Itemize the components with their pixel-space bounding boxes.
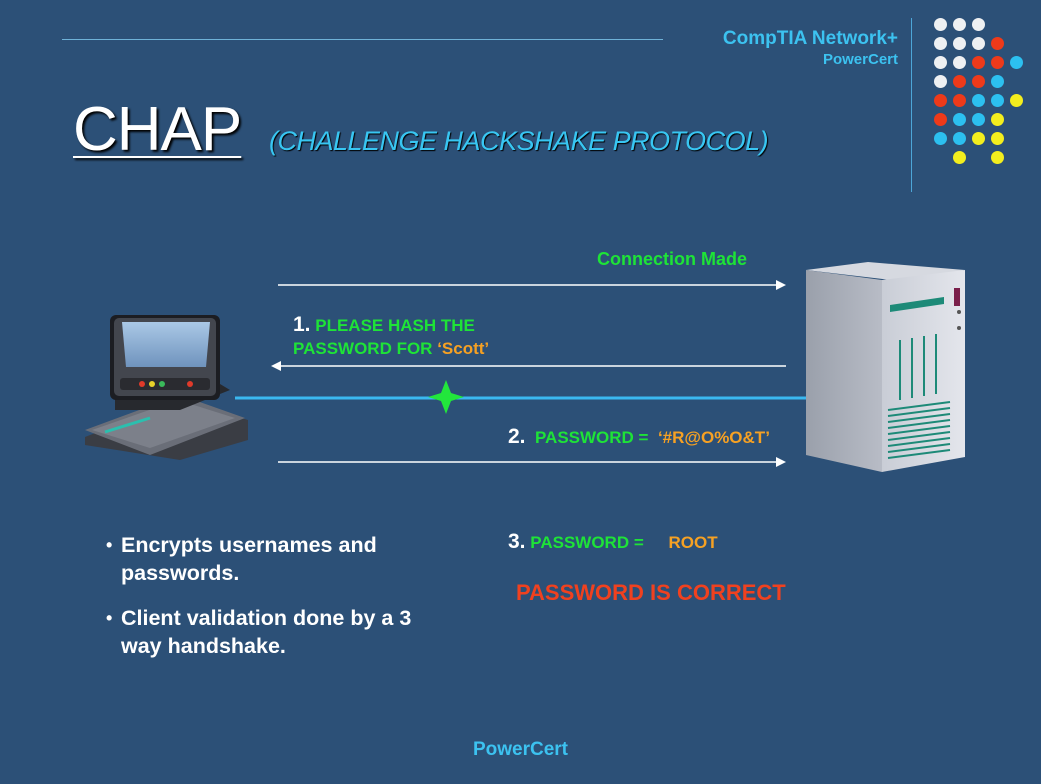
slide-title: CHAP xyxy=(73,95,242,164)
dot xyxy=(934,113,947,126)
step1-text2: PASSWORD FOR xyxy=(293,339,433,358)
dot xyxy=(953,75,966,88)
bullet-list: • Encrypts usernames and passwords. • Cl… xyxy=(106,531,441,677)
step2-number: 2. xyxy=(508,425,526,448)
star-icon xyxy=(428,380,464,414)
dot xyxy=(972,132,985,145)
dot xyxy=(953,18,966,31)
arrow-step1 xyxy=(271,361,786,371)
step3-value: ROOT xyxy=(668,533,718,552)
bullet-icon: • xyxy=(106,535,113,555)
bullet-text: Encrypts usernames and passwords. xyxy=(121,533,377,585)
dot xyxy=(953,113,966,126)
brand-block: CompTIA Network+ PowerCert xyxy=(723,28,898,70)
step1-text: PLEASE HASH THE xyxy=(315,316,475,335)
step2-label: 2. PASSWORD = ‘#R@O%O&T’ xyxy=(508,425,770,449)
dot xyxy=(991,113,1004,126)
dot xyxy=(934,18,947,31)
computer-icon xyxy=(85,315,248,460)
step2-hash-value: ‘#R@O%O&T’ xyxy=(657,428,770,447)
dot xyxy=(991,132,1004,145)
bullet-icon: • xyxy=(106,608,113,628)
brand-title: CompTIA Network+ xyxy=(722,28,898,49)
dot xyxy=(991,75,1004,88)
step3-label: 3. PASSWORD = ROOT xyxy=(508,530,718,554)
arrow-connection-made xyxy=(278,280,786,290)
result-label: PASSWORD IS CORRECT xyxy=(516,580,786,605)
connection-made-label: Connection Made xyxy=(597,249,748,269)
dot xyxy=(953,37,966,50)
dot xyxy=(953,132,966,145)
dot xyxy=(972,75,985,88)
dot xyxy=(934,94,947,107)
dot xyxy=(972,113,985,126)
server-icon xyxy=(806,262,965,472)
dot xyxy=(953,56,966,69)
step3-number: 3. xyxy=(508,530,526,553)
dot xyxy=(934,56,947,69)
arrow-step2 xyxy=(278,457,786,467)
vertical-divider xyxy=(911,18,912,192)
dot xyxy=(972,37,985,50)
dot xyxy=(972,18,985,31)
dot xyxy=(991,56,1004,69)
dot xyxy=(934,75,947,88)
dot xyxy=(1010,56,1023,69)
footer-brand: PowerCert xyxy=(472,739,569,760)
dot xyxy=(972,94,985,107)
dot xyxy=(972,56,985,69)
slide-subtitle: (CHALLENGE HACKSHAKE PROTOCOL) xyxy=(269,126,769,156)
top-divider xyxy=(62,39,663,40)
dot xyxy=(991,151,1004,164)
bullet-item: • Encrypts usernames and passwords. xyxy=(106,531,441,587)
brand-subtitle: PowerCert xyxy=(822,51,898,68)
dot xyxy=(991,37,1004,50)
bullet-item: • Client validation done by a 3 way hand… xyxy=(106,604,441,660)
dot xyxy=(1010,94,1023,107)
dot xyxy=(934,132,947,145)
dot xyxy=(934,37,947,50)
dot xyxy=(953,94,966,107)
bullet-text: Client validation done by a 3 way handsh… xyxy=(121,606,412,658)
step1-label: 1. PLEASE HASH THE PASSWORD FOR ‘Scott’ xyxy=(293,313,489,360)
dot xyxy=(991,94,1004,107)
step1-number: 1. xyxy=(293,313,311,336)
step3-password-label: PASSWORD = xyxy=(530,533,644,552)
dot xyxy=(953,151,966,164)
step2-password-label: PASSWORD = xyxy=(534,428,649,447)
step1-user: ‘Scott’ xyxy=(437,339,490,358)
